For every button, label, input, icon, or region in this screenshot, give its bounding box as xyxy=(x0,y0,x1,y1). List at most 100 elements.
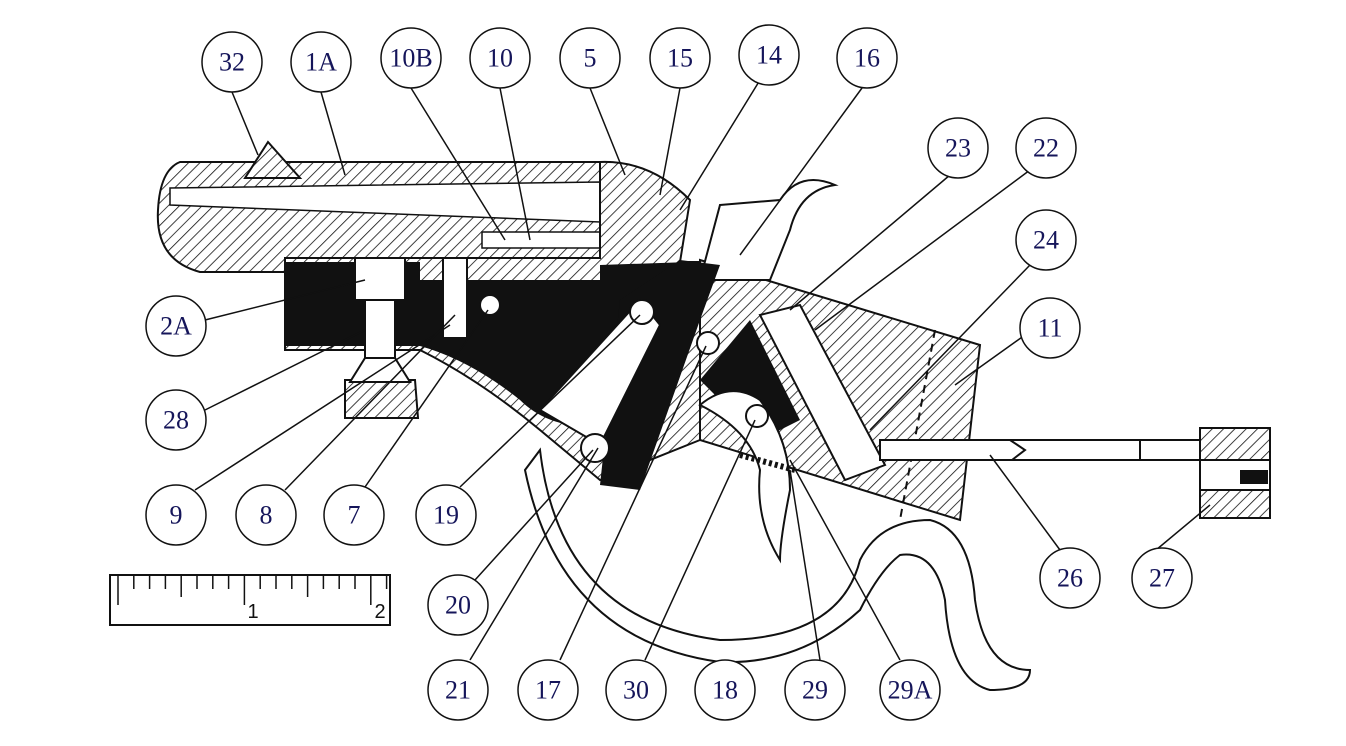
callout-30: 30 xyxy=(605,659,667,721)
callout-label: 14 xyxy=(756,41,782,70)
callout-circle xyxy=(927,117,989,179)
callout-label: 17 xyxy=(535,676,561,705)
callout-label: 29A xyxy=(888,676,933,705)
callout-label: 2A xyxy=(160,312,192,341)
callout-10: 10 xyxy=(469,27,531,89)
callout-label: 32 xyxy=(219,48,245,77)
callout-circle xyxy=(201,31,263,93)
callout-label: 19 xyxy=(433,501,459,530)
callout-17: 17 xyxy=(517,659,579,721)
callout-circle xyxy=(469,27,531,89)
ruler-label-2: 2 xyxy=(374,601,385,623)
callout-label: 20 xyxy=(445,591,471,620)
callout-26: 26 xyxy=(1039,547,1101,609)
callout-circle xyxy=(380,27,442,89)
callout-circle xyxy=(427,659,489,721)
rod-and-nut xyxy=(879,427,1271,519)
front-sight xyxy=(243,140,303,179)
callout-28: 28 xyxy=(145,389,207,451)
callout-22: 22 xyxy=(1015,117,1077,179)
callout-label: 27 xyxy=(1149,564,1175,593)
callout-16: 16 xyxy=(836,27,898,89)
part-7-pin xyxy=(479,294,501,316)
callout-circle xyxy=(738,24,800,86)
callout-circle xyxy=(415,484,477,546)
callout-circle xyxy=(1019,297,1081,359)
part-2a xyxy=(354,257,406,301)
part-22-spring xyxy=(758,303,887,482)
firing-pin xyxy=(481,231,603,249)
callout-7: 7 xyxy=(323,484,385,546)
callout-19: 19 xyxy=(415,484,477,546)
callout-29: 29 xyxy=(784,659,846,721)
callout-circle xyxy=(1131,547,1193,609)
callout-circle xyxy=(559,27,621,89)
lever xyxy=(523,298,1032,692)
callout-14: 14 xyxy=(738,24,800,86)
callout-circle xyxy=(784,659,846,721)
callout-label: 5 xyxy=(584,44,597,73)
callout-label: 10B xyxy=(389,44,432,73)
callout-label: 30 xyxy=(623,676,649,705)
callout-label: 18 xyxy=(712,676,738,705)
ruler-label-1: 1 xyxy=(247,601,258,623)
callout-18: 18 xyxy=(694,659,756,721)
scale-ruler: 1 2 xyxy=(109,574,391,626)
callout-label: 11 xyxy=(1037,314,1062,343)
callout-label: 28 xyxy=(163,406,189,435)
callout-21: 21 xyxy=(427,659,489,721)
callout-circle xyxy=(836,27,898,89)
callout-circle xyxy=(235,484,297,546)
callout-20: 20 xyxy=(427,574,489,636)
callout-circle xyxy=(517,659,579,721)
callout-27: 27 xyxy=(1131,547,1193,609)
callout-label: 1A xyxy=(305,48,337,77)
callout-label: 15 xyxy=(667,44,693,73)
stock-block xyxy=(699,258,982,522)
callout-circle xyxy=(290,31,352,93)
callout-label: 8 xyxy=(260,501,273,530)
callout-circle xyxy=(427,574,489,636)
callout-29a: 29A xyxy=(879,659,941,721)
callout-circle xyxy=(1039,547,1101,609)
callout-circle xyxy=(145,389,207,451)
callout-circle xyxy=(605,659,667,721)
leader-lines xyxy=(194,79,1211,661)
callout-circle xyxy=(1015,209,1077,271)
callout-circle xyxy=(694,659,756,721)
callout-24: 24 xyxy=(1015,209,1077,271)
callout-label: 29 xyxy=(802,676,828,705)
callout-11: 11 xyxy=(1019,297,1081,359)
callout-23: 23 xyxy=(927,117,989,179)
callout-label: 22 xyxy=(1033,134,1059,163)
callout-circle xyxy=(145,295,207,357)
callout-label: 23 xyxy=(945,134,971,163)
callout-circle xyxy=(323,484,385,546)
callout-label: 7 xyxy=(348,501,361,530)
callout-32: 32 xyxy=(201,31,263,93)
callout-5: 5 xyxy=(559,27,621,89)
callout-circle xyxy=(649,27,711,89)
callout-label: 16 xyxy=(854,44,880,73)
trigger xyxy=(698,390,796,564)
callout-label: 9 xyxy=(170,501,183,530)
callout-circle xyxy=(879,659,941,721)
callout-label: 21 xyxy=(445,676,471,705)
part-26-rod xyxy=(879,439,1141,461)
callout-1a: 1A xyxy=(290,31,352,93)
part-8 xyxy=(442,257,468,339)
part-18-lever xyxy=(523,447,1032,692)
callout-label: 26 xyxy=(1057,564,1083,593)
callout-10b: 10B xyxy=(380,27,442,89)
barrel xyxy=(156,140,611,273)
callout-2a: 2A xyxy=(145,295,207,357)
callout-circle xyxy=(145,484,207,546)
callout-label: 10 xyxy=(487,44,513,73)
callout-15: 15 xyxy=(649,27,711,89)
callout-8: 8 xyxy=(235,484,297,546)
callout-9: 9 xyxy=(145,484,207,546)
callout-label: 24 xyxy=(1033,226,1059,255)
